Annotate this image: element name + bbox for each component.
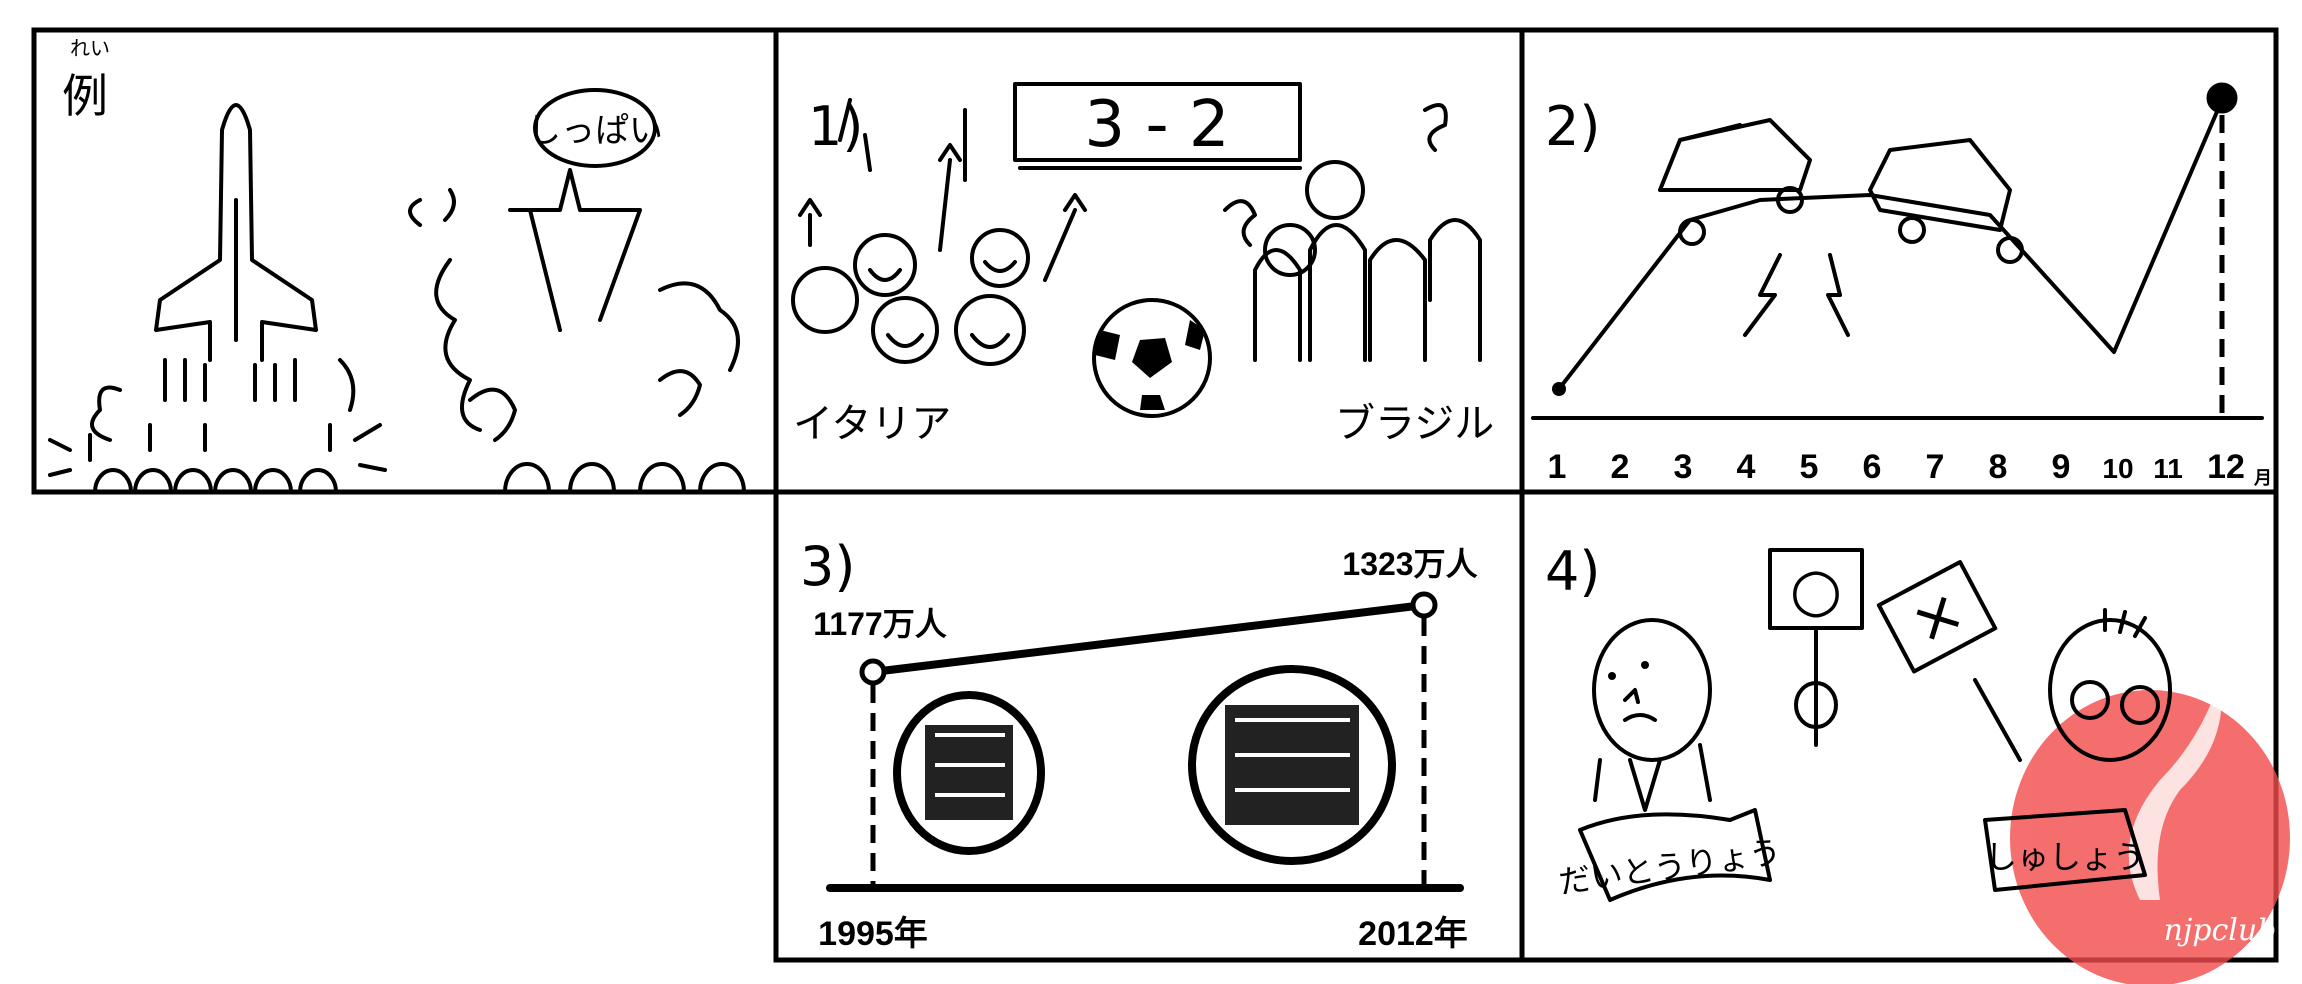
panel-1-number: 1) (808, 95, 863, 158)
start-value-label: 1177万人 (813, 606, 946, 642)
example-panel: れい 例 しっぱい (48, 36, 746, 494)
month-label: 10 (2102, 453, 2133, 484)
month-label: 8 (1989, 448, 2008, 486)
trend-line (869, 601, 1428, 676)
month-label: 6 (1863, 448, 1882, 486)
team-brazil-label: ブラジル (1335, 401, 1494, 447)
month-label: 11 (2153, 453, 2183, 484)
panel-3-number: 3) (800, 535, 855, 598)
start-year-label: 1995年 (818, 915, 928, 953)
brazil-fans (1223, 103, 1482, 362)
end-value-label: 1323万人 (1342, 546, 1477, 582)
team-italy-label: イタリア (793, 401, 951, 447)
month-labels: 1 2 3 4 5 6 7 8 9 10 11 12 月 (1548, 448, 2272, 488)
soccer-ball-icon (1092, 298, 1212, 418)
rocket-launch-illustration (48, 103, 387, 494)
end-year-label: 2012年 (1358, 915, 1468, 953)
month-label: 9 (2052, 448, 2071, 486)
panel-3-population-graph: 3) 1323万人 1177万人 1995年 2012年 (800, 535, 1478, 953)
month-label: 3 (1674, 448, 1693, 486)
month-label: 5 (1800, 448, 1819, 486)
example-furigana: れい (70, 36, 110, 60)
panel-1-soccer: 1) 3 - 2 イタリア ブラジル (791, 82, 1494, 447)
president-banner: だいとうりょう (1556, 808, 1783, 902)
month-label: 4 (1737, 448, 1756, 486)
panel-frames (31, 27, 2279, 963)
people-group-1995 (893, 691, 1045, 855)
month-label: 2 (1611, 448, 1630, 486)
panel-2-line-graph: 2) 1 2 3 4 5 6 7 8 9 10 11 12 月 (1531, 82, 2272, 488)
circle-sign: ○ (1768, 548, 1864, 747)
failure-bubble-text: しっぱい (527, 111, 663, 151)
banner-president-text: だいとうりょう (1556, 833, 1783, 902)
speech-bubble (533, 88, 657, 168)
panel-2-number: 2) (1545, 95, 1600, 158)
italy-fans (791, 98, 1087, 366)
panel-4-number: 4) (1545, 540, 1600, 603)
prime-minister-banner: しゅしょう (1983, 808, 2147, 892)
scoreboard-score: 3 - 2 (1084, 88, 1229, 162)
failed-rocket-illustration: しっぱい (408, 88, 746, 494)
car-crash-illustration (1658, 118, 2024, 337)
president-figure (1592, 618, 1712, 812)
month-label: 7 (1926, 448, 1945, 486)
cross-sign: × (1876, 560, 1998, 674)
people-group-2012 (1188, 665, 1396, 865)
njpclub-watermark: njpclub (2010, 680, 2290, 984)
month-label: 1 (1548, 448, 1567, 486)
prime-minister-figure (2048, 608, 2172, 762)
scoreboard (1013, 82, 1302, 162)
month-label: 12 (2207, 448, 2245, 486)
watermark-text: njpclub (2164, 913, 2277, 948)
banner-prime-minister-text: しゅしょう (1985, 838, 2145, 876)
month-suffix: 月 (2253, 468, 2272, 488)
sign-circle-mark: ○ (1790, 555, 1842, 625)
example-label: 例 (62, 69, 108, 123)
trend-line (1557, 98, 2224, 391)
